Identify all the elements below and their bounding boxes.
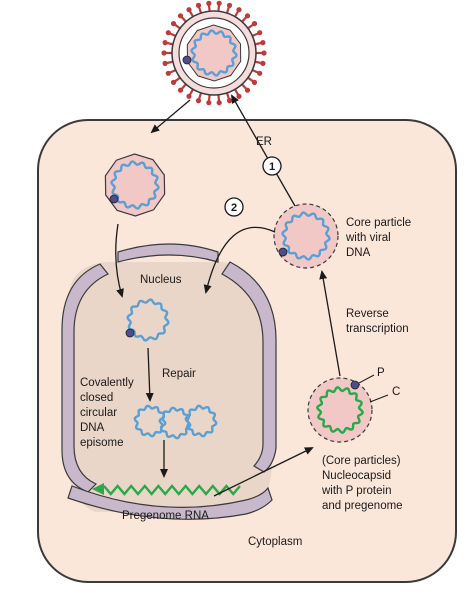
nucleocapsid-label: (Core particles) Nucleocapsid with P pro… [321,455,404,512]
core-particle-label: Core particle with viral DNA [345,217,414,259]
reverse-transcription-label: Reverse transcription [346,308,409,335]
polymerase-dot [350,380,360,390]
nucleus-interior [68,262,272,512]
step-1-number: 1 [269,161,275,173]
arrow-export [213,447,314,497]
nuclear-envelope [61,243,277,520]
step-1-badge [262,156,282,176]
polymerase-dot [109,194,119,204]
arrow-recycle [203,226,276,294]
repair-label: Repair [162,368,196,380]
core-particle-dna [273,203,339,269]
nucleus-label: Nucleus [140,274,182,286]
arrow-reverse-transcription [319,270,341,377]
entering-capsid [104,153,166,217]
p-pointer [358,374,375,384]
cccdna-label: Covalently closed circular DNA episome [80,377,137,449]
p-protein-label: P [377,367,385,379]
arrow-to-nucleus [115,223,124,298]
pregenome-rna-strand [92,483,241,496]
c-pointer [369,394,389,403]
polymerase-dot [182,55,192,65]
capsid-c-label: C [392,386,400,398]
polymerase-dot [125,328,135,338]
virion [161,0,267,106]
polymerase-dot [278,247,288,257]
cytoplasm-label: Cytoplasm [248,536,302,548]
arrow-er-exit [231,94,296,207]
pathway-arrows [115,94,341,497]
cccdna-episome [133,404,218,440]
er-label: ER [256,136,272,148]
step-2-badge [224,197,244,217]
step-2-number: 2 [231,202,237,214]
pregenome-rna-label: Pregenome RNA [122,510,209,522]
arrow-repair [145,347,154,402]
relaxed-circular-dna [125,298,170,342]
arrow-entry [150,99,191,134]
nucleocapsid [307,377,373,443]
